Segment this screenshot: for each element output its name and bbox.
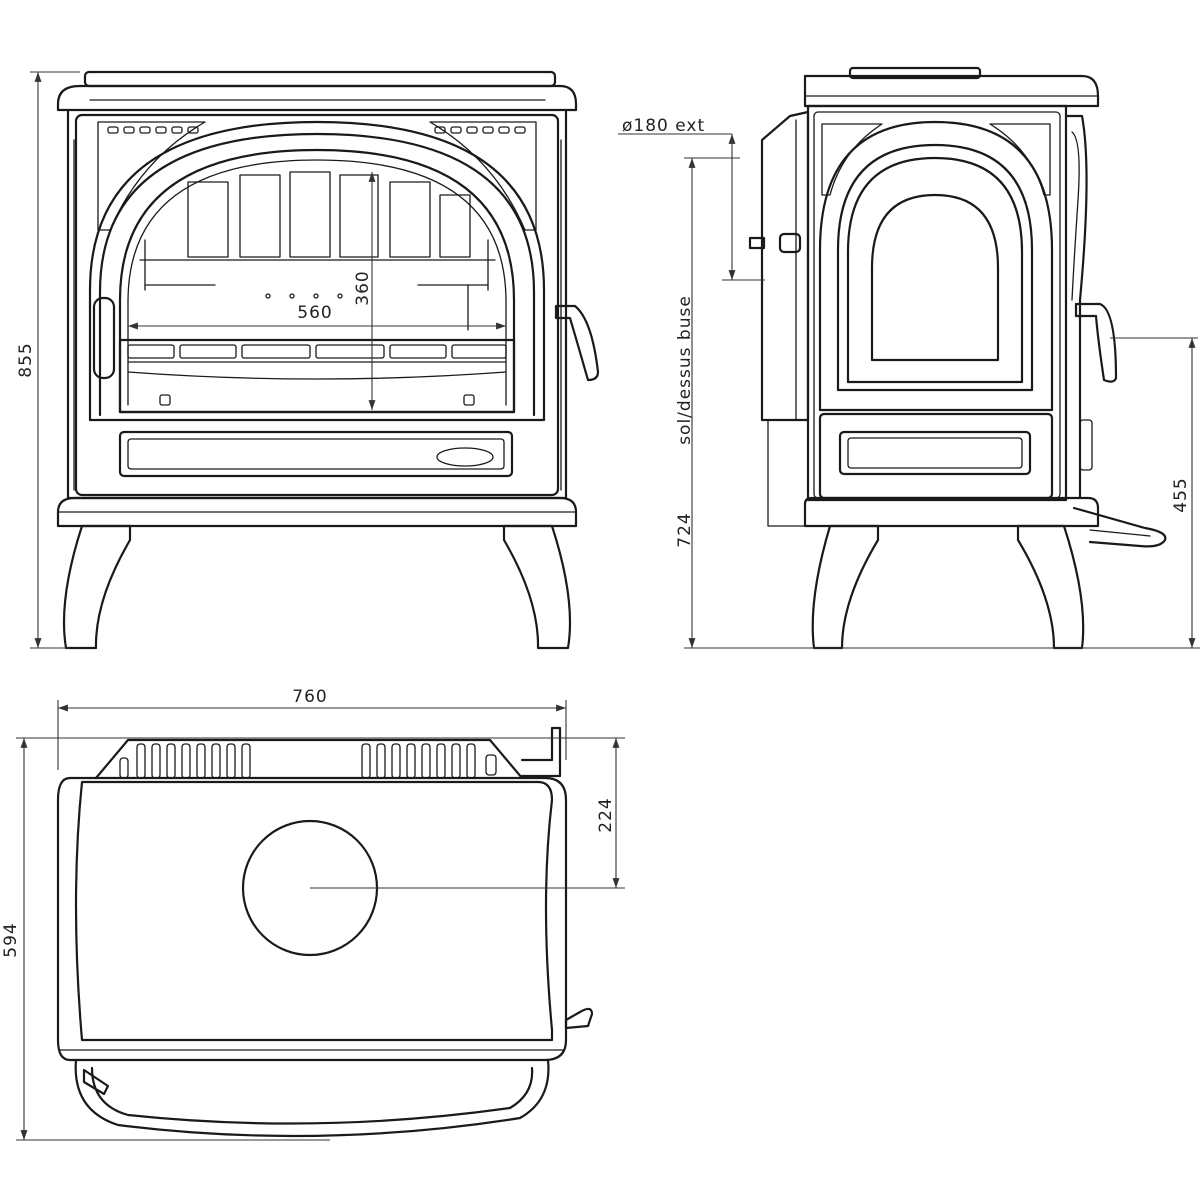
floor-to-flue-caption: sol/dessus buse: [675, 295, 695, 445]
overall-width-label: 760: [292, 687, 327, 707]
front-logo-badge: [436, 447, 494, 467]
top-door-handle: [82, 1068, 110, 1096]
front-dimensions: 855 560 360: [16, 71, 506, 649]
front-ash-drawer: [118, 430, 514, 478]
firebox-width-label: 560: [297, 303, 332, 323]
side-flue-collar: [848, 66, 982, 80]
front-corner-panel-right: [429, 121, 537, 231]
side-leg-rear: [811, 524, 880, 650]
side-rear-box: [760, 110, 810, 422]
front-grate-frame: [118, 338, 516, 414]
top-view: [56, 726, 594, 1138]
front-glass-inner-line: [127, 159, 507, 406]
side-front-edge-line: [1071, 131, 1080, 301]
firebox-height-label: 360: [353, 270, 373, 305]
top-ash-lip-outer: [74, 1058, 550, 1138]
side-handle: [1074, 302, 1118, 383]
side-leg-front: [1016, 524, 1085, 650]
side-rear-lower-box: [767, 419, 809, 527]
front-side-handle: [554, 304, 600, 382]
front-top-plate: [56, 84, 578, 112]
side-base-plate: [803, 496, 1100, 528]
front-leg-left: [62, 524, 132, 650]
side-lower-inset-inner: [847, 437, 1023, 469]
side-arch-mid: [836, 143, 1034, 392]
top-plate-inner: [74, 780, 554, 1042]
front-ash-drawer-inner: [127, 438, 505, 470]
top-ash-lip-inner: [90, 1066, 534, 1125]
flue-offset-label: 224: [596, 797, 616, 832]
top-vent-ribs-left: [119, 743, 251, 779]
side-ash-lip: [1072, 506, 1167, 548]
side-view: [748, 66, 1167, 650]
side-latch: [1079, 419, 1093, 471]
side-rear-spigot: [748, 236, 766, 250]
overall-depth-label: 594: [1, 922, 21, 957]
side-window: [870, 193, 1000, 362]
side-rear-knob: [778, 232, 802, 254]
side-lower-inset: [838, 430, 1032, 476]
front-door-arch-inner: [98, 132, 536, 417]
floor-to-flue-value: 724: [675, 512, 695, 547]
front-grate-bars: [127, 344, 507, 406]
side-top-plate: [803, 74, 1100, 108]
front-door-arch-outer: [88, 120, 546, 422]
front-leg-right: [502, 524, 572, 650]
top-rear-knob: [520, 726, 562, 778]
front-door-handle: [92, 296, 116, 380]
front-firebrick-panels: [139, 171, 496, 331]
side-lower-panel: [818, 412, 1054, 500]
side-body: [806, 104, 1068, 502]
side-corner-left: [821, 123, 883, 196]
rear-outlet-height-label: 455: [1171, 477, 1191, 512]
top-plate-outer: [56, 776, 568, 1062]
front-vent-slots-left: [107, 126, 199, 134]
overall-height-label: 855: [16, 342, 36, 377]
front-glass-window: [118, 148, 516, 414]
side-front-edge: [1064, 114, 1088, 500]
top-rear-vent-housing: [94, 738, 524, 780]
top-side-handle: [564, 1007, 594, 1030]
side-arch-outer: [818, 120, 1054, 412]
front-vent-slots-right: [434, 126, 526, 134]
front-view: [56, 70, 600, 650]
side-arch-inner: [846, 156, 1024, 384]
side-ash-lip-inner: [1089, 529, 1151, 537]
top-vent-ribs-right: [361, 743, 497, 779]
top-dimensions: 760 594 224: [1, 687, 625, 1141]
front-top-plate-upper: [83, 70, 557, 88]
side-dimensions: ø180 ext 724 sol/dessus buse 455: [618, 116, 1200, 649]
flue-diameter-label: ø180 ext: [622, 116, 705, 136]
